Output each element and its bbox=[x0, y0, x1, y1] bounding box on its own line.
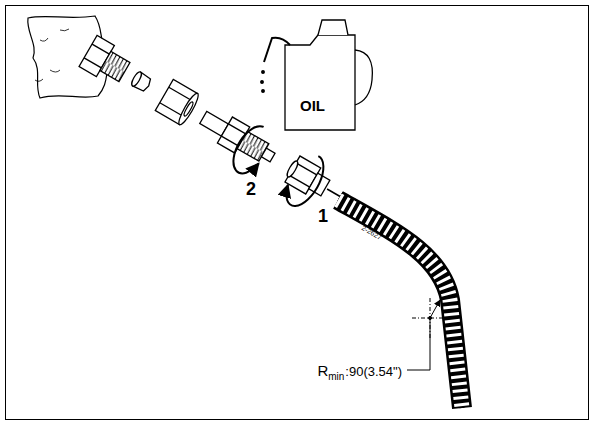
callout-number: 2 bbox=[246, 180, 256, 198]
radius-dimension bbox=[407, 298, 448, 370]
frame bbox=[6, 6, 589, 420]
radius-label: Rmin:90(3.54") bbox=[315, 362, 404, 383]
exploded-parts bbox=[72, 30, 360, 228]
oil-label: OIL bbox=[300, 98, 325, 113]
dimension-symbol: R bbox=[317, 362, 328, 379]
callout-number: 1 bbox=[318, 207, 328, 225]
dimension-subscript: min bbox=[328, 371, 344, 382]
braided-hose bbox=[338, 200, 462, 408]
oil-can bbox=[261, 20, 373, 130]
dimension-value: :90(3.54") bbox=[345, 364, 402, 379]
